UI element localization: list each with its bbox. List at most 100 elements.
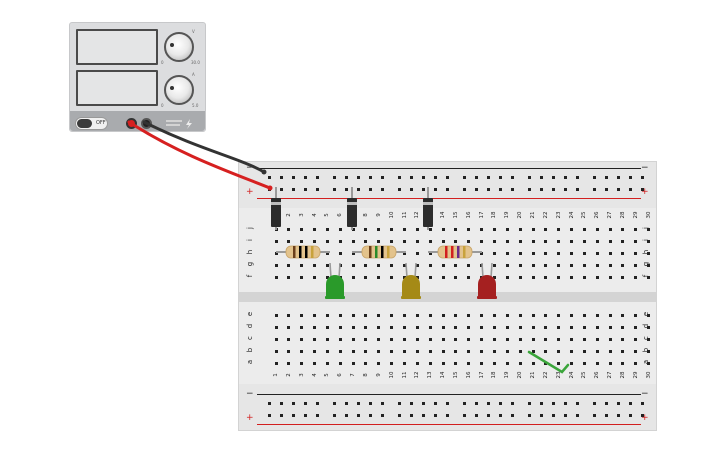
hole-e27[interactable] [608, 313, 612, 317]
rail-hole[interactable] [462, 413, 466, 417]
rail-hole[interactable] [474, 175, 478, 179]
rail-hole[interactable] [344, 413, 348, 417]
hole-f27[interactable] [608, 275, 612, 279]
hole-c29[interactable] [634, 337, 638, 341]
hole-e10[interactable] [390, 313, 394, 317]
hole-i4[interactable] [313, 239, 317, 243]
hole-f11[interactable] [403, 275, 406, 279]
hole-j24[interactable] [570, 227, 574, 231]
hole-i30[interactable] [647, 239, 651, 243]
hole-b21[interactable] [531, 349, 535, 353]
rail-hole[interactable] [499, 175, 503, 179]
rail-hole[interactable] [462, 187, 466, 191]
rail-hole[interactable] [279, 413, 283, 417]
hole-d18[interactable] [492, 325, 496, 329]
hole-j10[interactable] [390, 227, 394, 231]
rail-hole[interactable] [527, 187, 531, 191]
rail-hole[interactable] [421, 175, 425, 179]
hole-i26[interactable] [595, 239, 599, 243]
hole-a30[interactable] [647, 361, 651, 365]
rail-hole[interactable] [539, 187, 543, 191]
hole-h30[interactable] [647, 251, 651, 255]
hole-j17[interactable] [480, 227, 484, 231]
hole-f14[interactable] [441, 275, 445, 279]
hole-g16[interactable] [467, 263, 471, 267]
hole-j27[interactable] [608, 227, 612, 231]
hole-d3[interactable] [300, 325, 304, 329]
rail-hole[interactable] [604, 401, 608, 405]
hole-h22[interactable] [544, 251, 548, 255]
hole-e11[interactable] [403, 313, 406, 317]
power-switch-knob[interactable] [77, 119, 92, 128]
hole-c5[interactable] [325, 337, 329, 341]
hole-b26[interactable] [595, 349, 599, 353]
hole-e5[interactable] [325, 313, 329, 317]
rail-hole[interactable] [421, 401, 425, 405]
hole-j30[interactable] [647, 227, 651, 231]
rail-hole[interactable] [397, 187, 401, 191]
hole-e14[interactable] [441, 313, 445, 317]
hole-b13[interactable] [428, 349, 432, 353]
hole-i17[interactable] [480, 239, 484, 243]
hole-f7[interactable] [351, 275, 355, 279]
rail-hole[interactable] [291, 401, 295, 405]
hole-i9[interactable] [377, 239, 381, 243]
hole-b27[interactable] [608, 349, 612, 353]
hole-d12[interactable] [415, 325, 419, 329]
hole-j9[interactable] [377, 227, 381, 231]
rail-hole[interactable] [616, 413, 620, 417]
rail-hole[interactable] [592, 401, 596, 405]
hole-i29[interactable] [634, 239, 638, 243]
hole-c26[interactable] [595, 337, 599, 341]
hole-g7[interactable] [351, 263, 355, 267]
hole-h19[interactable] [505, 251, 509, 255]
hole-i5[interactable] [325, 239, 329, 243]
hole-f1[interactable] [274, 275, 278, 279]
hole-g3[interactable] [300, 263, 304, 267]
hole-b2[interactable] [287, 349, 291, 353]
rail-hole[interactable] [592, 187, 596, 191]
hole-i20[interactable] [518, 239, 522, 243]
rail-hole[interactable] [576, 175, 580, 179]
hole-f15[interactable] [454, 275, 458, 279]
hole-a13[interactable] [428, 361, 432, 365]
rail-hole[interactable] [332, 187, 336, 191]
hole-j15[interactable] [454, 227, 458, 231]
hole-g13[interactable] [428, 263, 432, 267]
rail-hole[interactable] [604, 175, 608, 179]
rail-hole[interactable] [304, 175, 308, 179]
rail-hole[interactable] [356, 401, 360, 405]
hole-f12[interactable] [415, 275, 419, 279]
hole-d19[interactable] [505, 325, 509, 329]
hole-i28[interactable] [621, 239, 625, 243]
hole-f3[interactable] [300, 275, 304, 279]
hole-f23[interactable] [557, 275, 561, 279]
rail-hole[interactable] [279, 187, 283, 191]
rail-hole[interactable] [316, 175, 320, 179]
hole-d22[interactable] [544, 325, 548, 329]
rail-hole[interactable] [629, 413, 633, 417]
rail-hole[interactable] [576, 413, 580, 417]
hole-c18[interactable] [492, 337, 496, 341]
hole-b28[interactable] [621, 349, 625, 353]
hole-j19[interactable] [505, 227, 509, 231]
hole-i15[interactable] [454, 239, 458, 243]
hole-f2[interactable] [287, 275, 291, 279]
rail-hole[interactable] [356, 175, 360, 179]
hole-e19[interactable] [505, 313, 509, 317]
hole-d4[interactable] [313, 325, 317, 329]
hole-a5[interactable] [325, 361, 329, 365]
hole-d24[interactable] [570, 325, 574, 329]
rail-hole[interactable] [381, 401, 385, 405]
hole-i22[interactable] [544, 239, 548, 243]
diode-col-14[interactable] [423, 198, 433, 227]
hole-h24[interactable] [570, 251, 574, 255]
rail-hole[interactable] [551, 413, 555, 417]
hole-g22[interactable] [544, 263, 548, 267]
hole-j18[interactable] [492, 227, 496, 231]
rail-hole[interactable] [539, 401, 543, 405]
hole-f25[interactable] [582, 275, 586, 279]
hole-d13[interactable] [428, 325, 432, 329]
positive-wire[interactable] [127, 120, 272, 190]
hole-f24[interactable] [570, 275, 574, 279]
